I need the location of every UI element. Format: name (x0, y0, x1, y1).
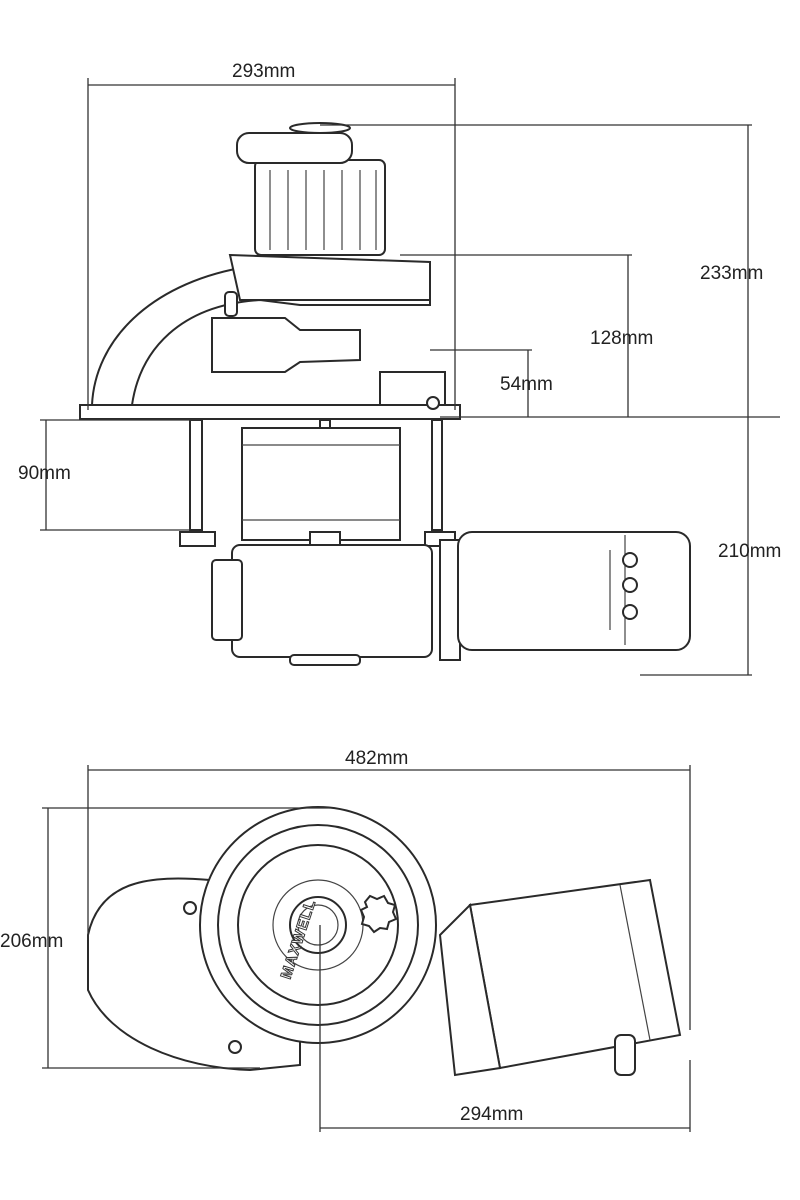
shaft-housing (241, 427, 401, 541)
motor (457, 531, 691, 651)
dim-293mm: 293mm (232, 61, 295, 82)
drum-ribs (269, 170, 377, 250)
drum-body (228, 253, 431, 301)
dim-90mm: 90mm (18, 463, 71, 484)
dim-54mm: 54mm (500, 374, 553, 395)
gypsy-drum (254, 159, 386, 256)
deck-base-plate (79, 404, 461, 420)
pin (224, 291, 238, 317)
dim-210mm: 210mm (718, 541, 781, 562)
top-view-windlass: MAXWELL (87, 806, 682, 1077)
stud-left (189, 419, 203, 531)
gearbox (231, 544, 433, 658)
output-shaft (289, 654, 361, 666)
dim-482mm: 482mm (345, 748, 408, 769)
motor-top (468, 878, 682, 1070)
star-knob-icon (359, 894, 398, 934)
dim-233mm: 233mm (700, 263, 763, 284)
motor-flange-top (438, 902, 502, 1077)
drum-cap (236, 132, 353, 164)
bolt (426, 396, 440, 410)
dim-294mm: 294mm (460, 1104, 523, 1125)
stud-right (431, 419, 443, 531)
nut (179, 531, 216, 547)
top-view-dimension-lines (42, 765, 691, 1132)
gearbox-flange (211, 559, 243, 641)
dim-206mm: 206mm (0, 931, 63, 952)
side-view-dimension-lines (40, 78, 780, 676)
lever-arm (211, 317, 361, 373)
side-view-windlass (79, 122, 691, 666)
nut (309, 531, 341, 547)
terminal (614, 1034, 636, 1076)
dim-128mm: 128mm (590, 328, 653, 349)
